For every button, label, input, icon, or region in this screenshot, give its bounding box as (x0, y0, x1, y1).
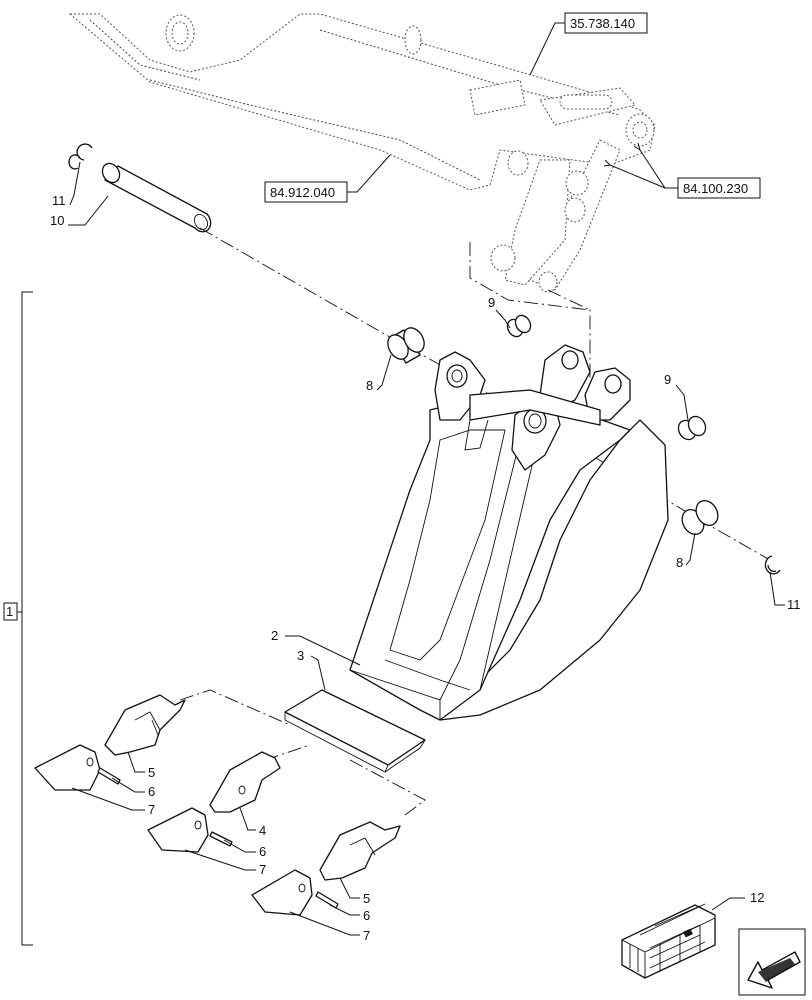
callout-8-right[interactable]: 8 (676, 555, 683, 570)
ref-boom[interactable]: 35.738.140 (570, 16, 635, 31)
callout-3[interactable]: 3 (297, 648, 304, 663)
tooth-adapter-5-left (34, 694, 186, 791)
boom-arm-assembly (68, 13, 656, 293)
pin-10 (101, 162, 212, 233)
callout-8-left[interactable]: 8 (366, 378, 373, 393)
callout-6-right[interactable]: 6 (363, 908, 370, 923)
kit-crate-icon (621, 903, 716, 979)
callout-11-right[interactable]: 11 (787, 597, 801, 612)
bushing-8-left (387, 327, 425, 364)
callout-6-mid[interactable]: 6 (259, 844, 266, 859)
callout-11-top[interactable]: 11 (52, 193, 66, 208)
callout-5-left[interactable]: 5 (148, 765, 155, 780)
circlip-11-top (68, 143, 93, 170)
callout-1[interactable]: 1 (6, 604, 13, 619)
bushing-9-right (677, 415, 707, 441)
callout-4[interactable]: 4 (259, 823, 266, 838)
tooth-adapter-5-right (251, 821, 401, 916)
callout-9-top[interactable]: 9 (488, 295, 495, 310)
next-page-arrow-icon[interactable] (738, 928, 806, 996)
callout-7-mid[interactable]: 7 (259, 862, 266, 877)
ref-arm[interactable]: 84.912.040 (270, 185, 335, 200)
callout-10[interactable]: 10 (50, 213, 64, 228)
tooth-adapter-4 (147, 751, 281, 853)
callout-7-right[interactable]: 7 (363, 928, 370, 943)
bushing-8-right (681, 500, 719, 535)
callout-7-left[interactable]: 7 (148, 802, 155, 817)
callout-12[interactable]: 12 (750, 890, 764, 905)
cutting-edge-3 (284, 689, 426, 773)
callout-6-left[interactable]: 6 (148, 784, 155, 799)
callout-5-right[interactable]: 5 (363, 891, 370, 906)
ref-link[interactable]: 84.100.230 (683, 181, 748, 196)
callout-2[interactable]: 2 (271, 628, 278, 643)
bushing-9-top (506, 314, 532, 338)
callout-9-right[interactable]: 9 (664, 372, 671, 387)
circlip-11-right (764, 555, 781, 575)
bucket-body (349, 344, 669, 721)
